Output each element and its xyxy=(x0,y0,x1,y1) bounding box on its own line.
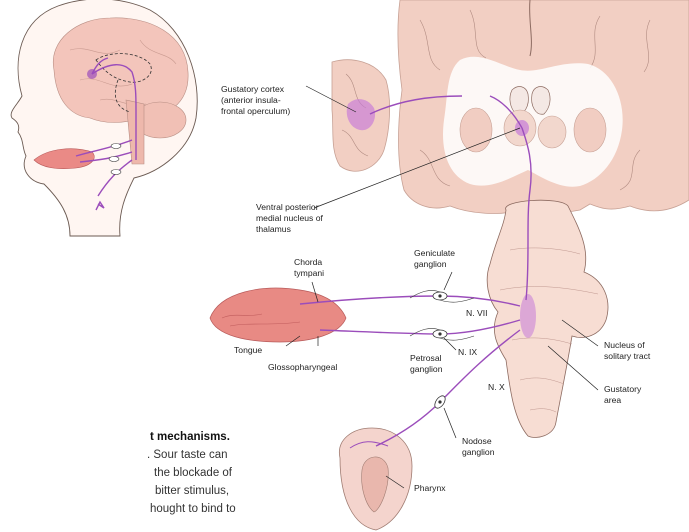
petrosal-ganglion-label-2: ganglion xyxy=(410,364,443,374)
gustatory-cortex-label-3: frontal operculum) xyxy=(221,106,290,116)
pharynx-label: Pharynx xyxy=(414,483,446,493)
caption-line-1: t mechanisms. xyxy=(150,431,230,443)
geniculate-ganglion-label-2: ganglion xyxy=(414,259,447,269)
glossopharyngeal-label: Glossopharyngeal xyxy=(268,362,337,372)
coronal-brain-section xyxy=(332,0,689,213)
brainstem xyxy=(487,200,608,437)
caption-line-5: hought to bind to xyxy=(150,503,236,515)
nodose-ganglion-label: Nodose xyxy=(462,436,492,446)
gustatory-cortex-label-2: (anterior insula- xyxy=(221,95,281,105)
nucleus-solitary-tract-label-2: solitary tract xyxy=(604,351,651,361)
tongue-illustration xyxy=(210,288,346,342)
nucleus-solitary-tract-label: Nucleus of xyxy=(604,340,645,350)
cropped-caption-text: t mechanisms. . Sour taste can the block… xyxy=(147,431,236,515)
geniculate-ganglion-label: Geniculate xyxy=(414,248,455,258)
chorda-tympani-label-2: tympani xyxy=(294,268,324,278)
vpm-label: Ventral posterior xyxy=(256,202,319,212)
caption-line-3: the blockade of xyxy=(154,467,233,479)
tongue-label: Tongue xyxy=(234,345,262,355)
vpm-label-2: medial nucleus of xyxy=(256,213,323,223)
chorda-tympani-label: Chorda xyxy=(294,257,322,267)
nucleus-solitary-tract xyxy=(520,294,536,338)
pharynx-illustration xyxy=(339,428,412,530)
caption-line-2: . Sour taste can xyxy=(147,449,228,461)
gustatory-area-label-2: area xyxy=(604,395,621,405)
n-ix-label: N. IX xyxy=(458,347,477,357)
caption-line-4: bitter stimulus, xyxy=(155,485,229,497)
n-vii-label: N. VII xyxy=(466,308,488,318)
head-illustration xyxy=(11,0,197,236)
vpm-label-3: thalamus xyxy=(256,224,291,234)
n-x-label: N. X xyxy=(488,382,505,392)
gustatory-area-label: Gustatory xyxy=(604,384,642,394)
gustatory-cortex-label: Gustatory cortex xyxy=(221,84,285,94)
petrosal-ganglion-label: Petrosal xyxy=(410,353,442,363)
nodose-ganglion-label-2: ganglion xyxy=(462,447,495,457)
